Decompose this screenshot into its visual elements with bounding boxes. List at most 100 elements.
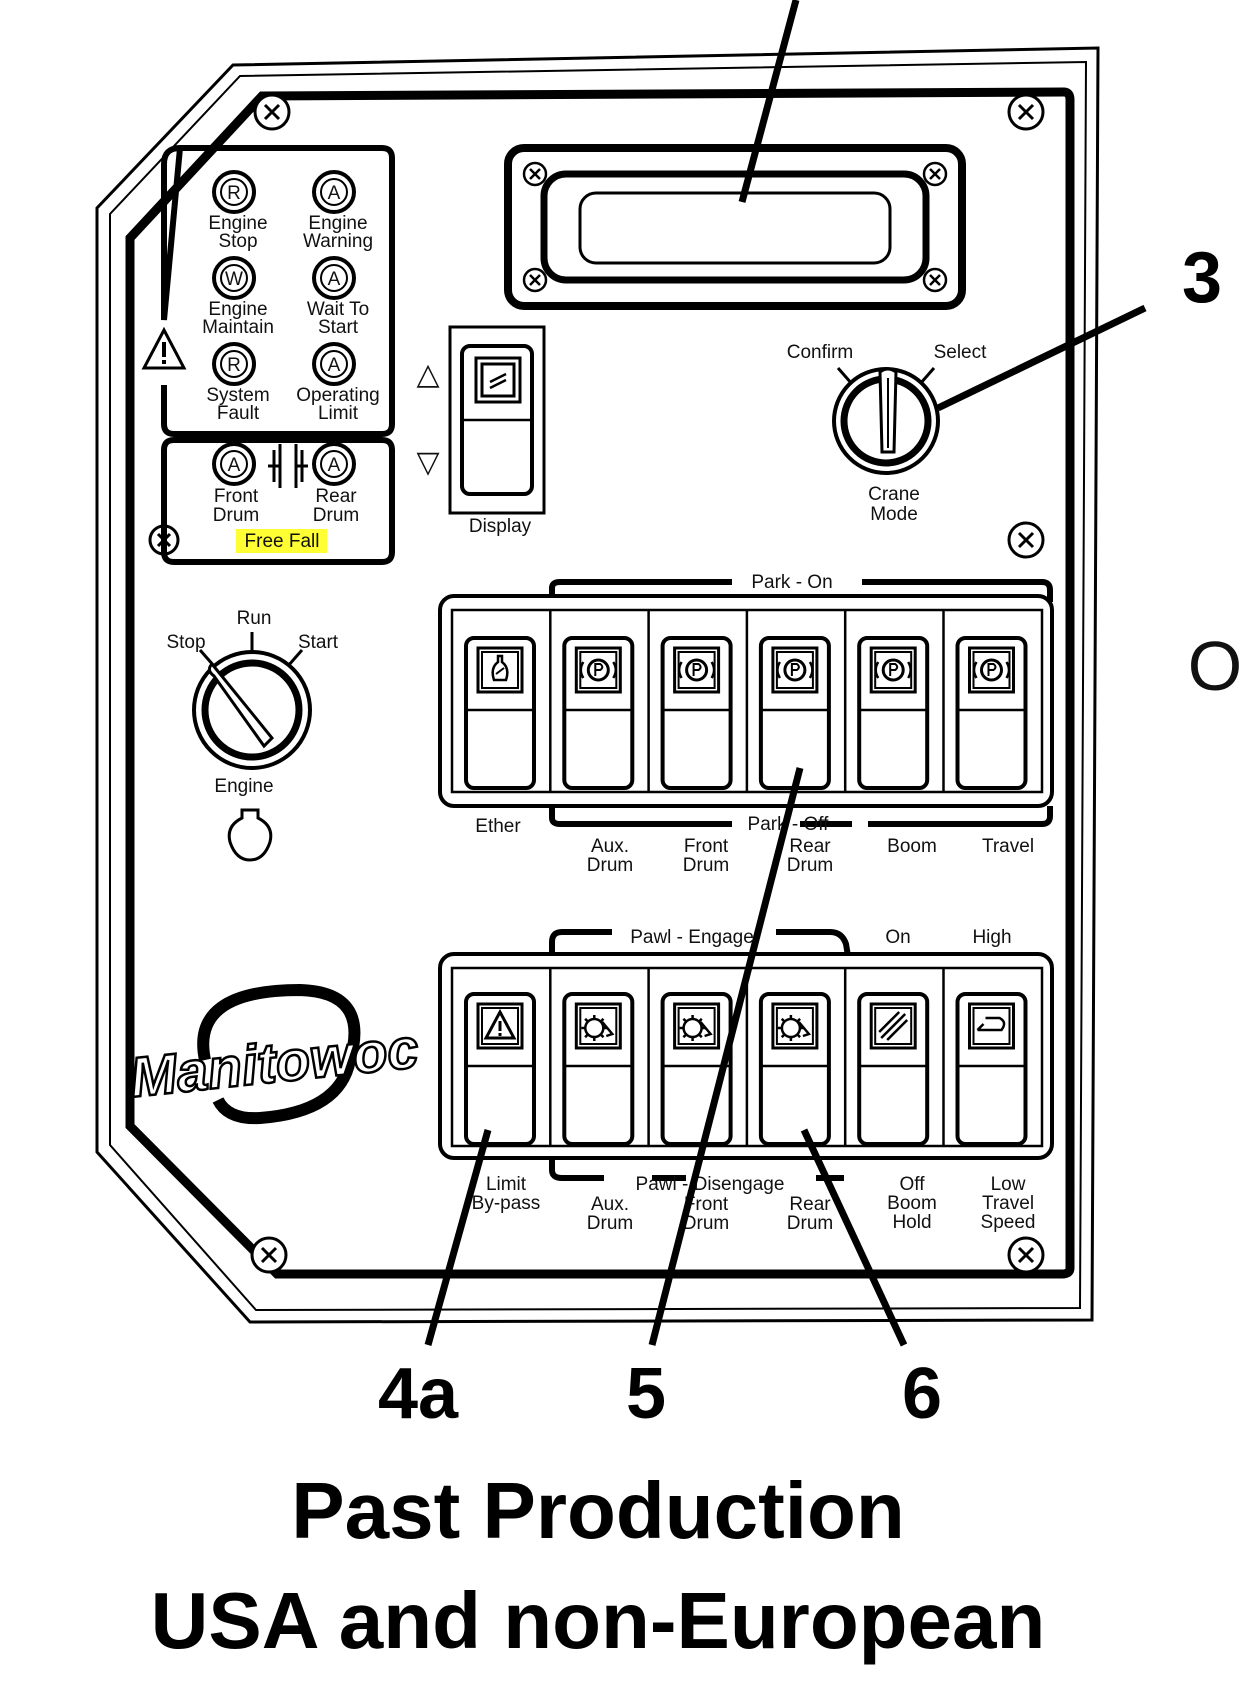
row1-header-top: Park - On [751, 572, 832, 593]
row1-switch-label: Ether [475, 816, 521, 837]
logo-text: Manitowoc [127, 1016, 421, 1109]
warning-light-label: Operating [296, 385, 379, 406]
callout-3: 3 [1182, 238, 1222, 318]
crane-mode-label: Crane [868, 484, 920, 505]
row2-rocker-switch[interactable] [955, 992, 1028, 1146]
indicator-lamp: R [212, 342, 256, 386]
row1-switch-label: Drum [587, 855, 633, 876]
warning-light-label: Warning [303, 231, 373, 252]
row2-switch-label: Low [991, 1174, 1026, 1195]
warning-light-label: Engine [208, 299, 267, 320]
lamp-letter: A [328, 183, 341, 204]
warning-light-label: System [206, 385, 269, 406]
park-brake-icon [673, 646, 721, 694]
row1-rocker-switch[interactable] [955, 636, 1028, 790]
screw-icon [1007, 93, 1045, 131]
row2-switch-label: Speed [981, 1212, 1036, 1233]
ignition-switch[interactable] [192, 632, 312, 770]
ether-icon [476, 646, 524, 694]
row1-switch-label: Drum [787, 855, 833, 876]
engine-label: Engine [214, 776, 273, 797]
display-switch[interactable] [448, 325, 546, 515]
row2-rocker-switch[interactable] [464, 992, 536, 1146]
row1-rocker-switch[interactable] [464, 636, 536, 790]
row2-switch-label: Hold [892, 1212, 931, 1233]
row2-switch-label: Drum [683, 1213, 729, 1234]
lamp-letter: A [328, 455, 341, 476]
row2-rocker-switch[interactable] [562, 992, 635, 1146]
crane-mode-key-switch[interactable] [832, 367, 940, 475]
indicator-lamp: A [312, 170, 356, 214]
screw-icons [148, 93, 1045, 1274]
screw-icon [1007, 521, 1045, 559]
lamp-letter: R [227, 183, 241, 204]
row2-switch-label: By-pass [472, 1193, 541, 1214]
row2-header-on: On [885, 927, 910, 948]
leader-line-5 [648, 767, 804, 1346]
row1-rocker-switch[interactable] [857, 636, 930, 790]
caption-line-1: Past Production [291, 1466, 904, 1555]
row2-rocker-switch[interactable] [758, 992, 831, 1146]
callout-5: 5 [626, 1354, 666, 1434]
row2-header-bottom: Pawl - Disengage [636, 1174, 785, 1195]
leader-line-3 [936, 304, 1147, 412]
park-brake-icon [574, 646, 622, 694]
park-brake-icon [869, 646, 917, 694]
callout-4a: 4a [378, 1354, 459, 1434]
row2-switch-label: Drum [787, 1213, 833, 1234]
ignition-run-label: Run [237, 608, 272, 629]
warning-light-label: Wait To [307, 299, 369, 320]
row1-switch-label: Rear [789, 836, 831, 857]
screw-icon [250, 1236, 288, 1274]
lamp-letter: A [328, 355, 341, 376]
leader-line-6 [800, 1128, 908, 1347]
row1-rocker-switch[interactable] [660, 636, 733, 790]
leader-line-4a [424, 1129, 492, 1346]
warning-light-label: Start [318, 317, 359, 338]
free-fall-label: Free Fall [245, 531, 320, 552]
indicator-lamp: A [212, 442, 256, 486]
pawl-icon [673, 1002, 721, 1050]
caution-triangle-icon [141, 326, 187, 370]
free-fall-light-label: Drum [313, 505, 359, 526]
warning-light-label: Engine [208, 213, 267, 234]
warning-icon [476, 1002, 524, 1050]
crane-mode-label: Mode [870, 504, 918, 525]
pawl-icon [771, 1002, 819, 1050]
row1-switch-label: Drum [683, 855, 729, 876]
panel-outline [95, 46, 1100, 1324]
row1-switch-label: Boom [887, 836, 937, 857]
free-fall-light-label: Drum [213, 505, 259, 526]
lamp-letter: A [228, 455, 241, 476]
indicator-lamp: A [312, 442, 356, 486]
free-fall-highlight [236, 529, 327, 553]
leader-line-top [738, 0, 800, 203]
row1-rocker-switch[interactable] [758, 636, 831, 790]
warning-light-label: Fault [217, 403, 260, 424]
lamp-letter: A [328, 269, 341, 290]
callout-6: 6 [902, 1354, 942, 1434]
lamp-letter: R [227, 355, 241, 376]
row2-switch-label: Off [900, 1174, 926, 1195]
row2-rocker-switch[interactable] [857, 992, 930, 1146]
manitowoc-logo: Manitowoc [126, 983, 422, 1125]
warning-light-cluster [141, 144, 395, 437]
indicator-lamp: W [212, 256, 256, 300]
warning-light-label: Limit [318, 403, 359, 424]
row2-switch-label: Aux. [591, 1194, 629, 1215]
row2-switch-label: Limit [486, 1174, 527, 1195]
lcd-display [504, 144, 966, 310]
warning-lights: REngineStopAEngineWarningWEngineMaintain… [202, 170, 380, 424]
free-fall-light-label: Rear [315, 486, 357, 507]
warning-light-label: Maintain [202, 317, 274, 338]
row1-rocker-switch[interactable] [562, 636, 635, 790]
